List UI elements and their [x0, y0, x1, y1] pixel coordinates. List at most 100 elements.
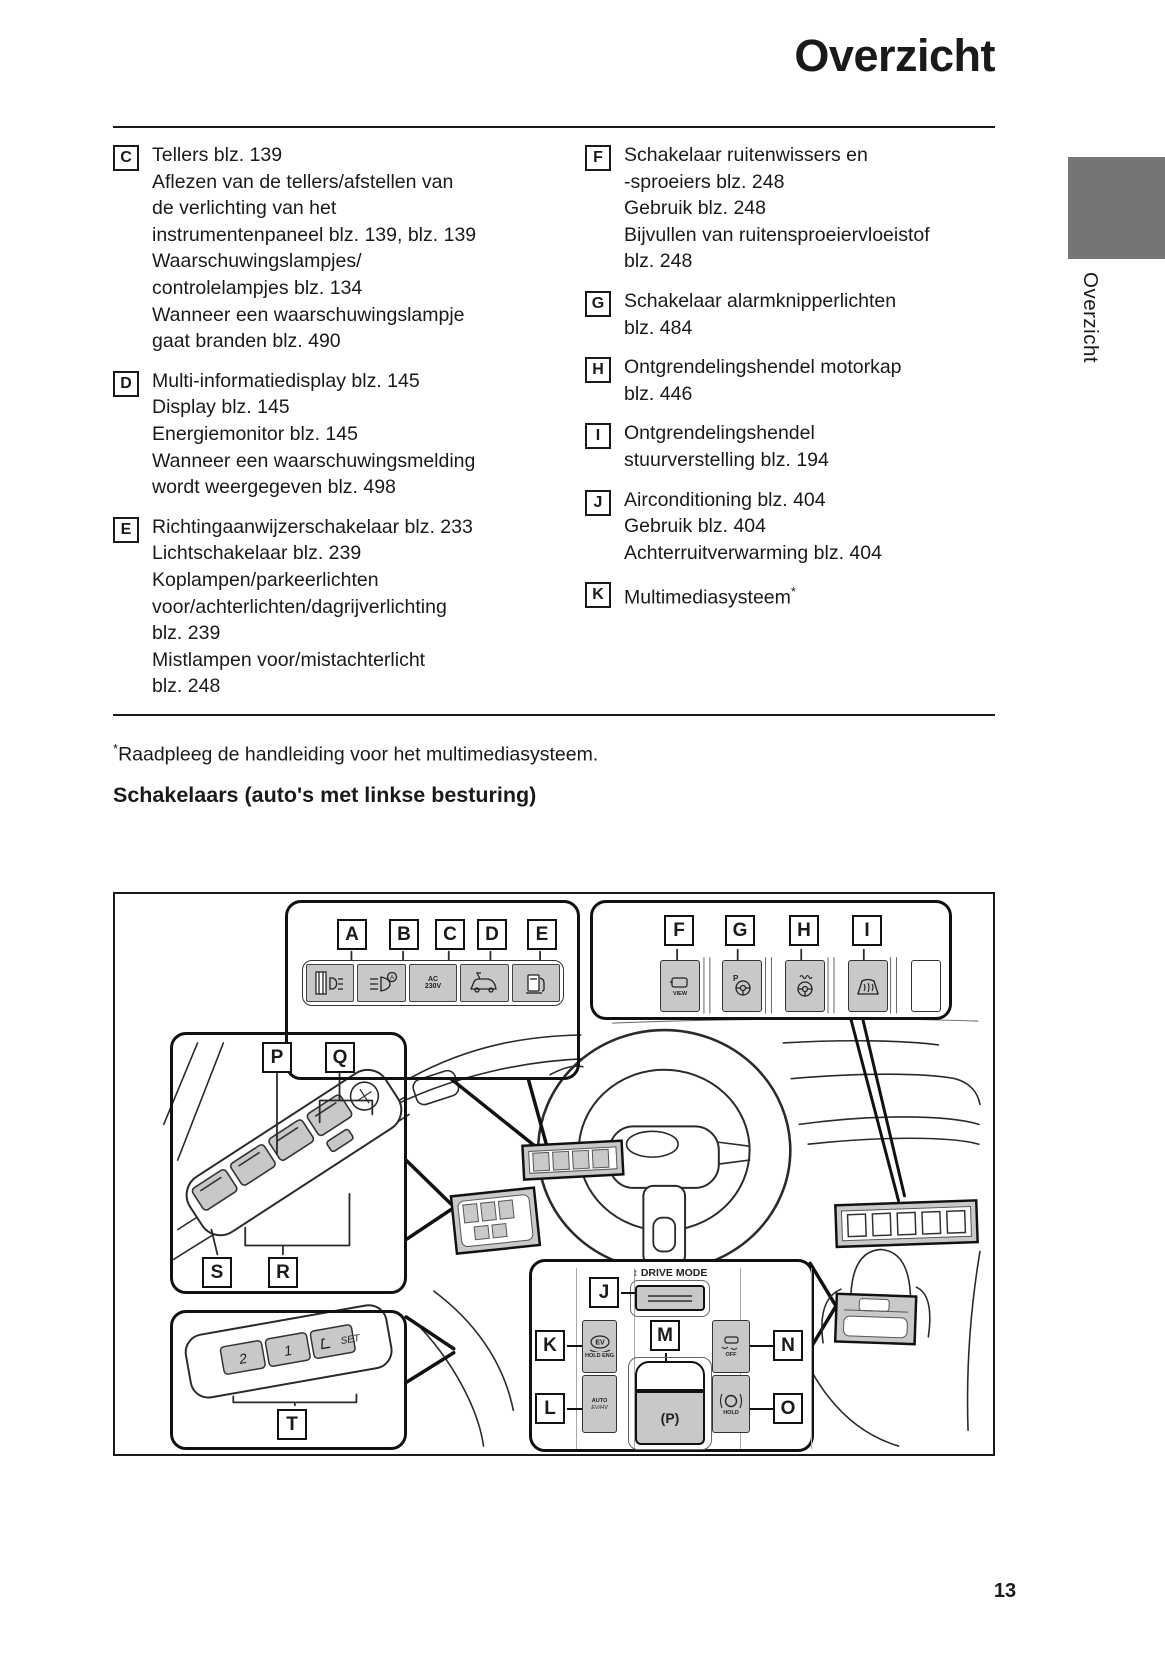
legend-key-f: F — [585, 145, 611, 171]
ac-label: AC — [427, 975, 439, 983]
top-divider — [113, 126, 995, 128]
callout-label-b: B — [389, 919, 419, 950]
leader-j — [621, 1292, 635, 1294]
windshield-defrost-icon — [857, 978, 879, 995]
legend-left-column: C Tellers blz. 139 Aflezen van de teller… — [113, 142, 583, 713]
callout-label-n: N — [773, 1330, 803, 1361]
callout-label-e: E — [527, 919, 557, 950]
svg-text:P: P — [733, 974, 739, 983]
legend-text-g: Schakelaar alarmknipperlichten blz. 484 — [624, 289, 897, 339]
legend-text-i: Ontgrendelingshendel stuurverstelling bl… — [624, 422, 829, 471]
ev-hold-label: HOLD ENG — [584, 1353, 615, 1359]
ac-voltage-label: 230V — [424, 983, 442, 990]
legend-text-j: Airconditioning blz. 404 Gebruik blz. 40… — [624, 488, 882, 564]
callout-label-d: D — [477, 919, 507, 950]
legend-item-c: C Tellers blz. 139 Aflezen van de teller… — [113, 142, 583, 355]
auto-high-beam-button: A — [357, 964, 406, 1002]
legend-key-g: G — [585, 290, 611, 317]
callout-box-seat-memory — [170, 1310, 407, 1450]
legend-text-e: Richtingaanwijzerschakelaar blz. 233 Lic… — [152, 515, 473, 698]
parking-brake-switch-top — [635, 1361, 705, 1391]
leader-o — [750, 1408, 773, 1410]
dashboard-line-art: 2 1 SET — [162, 948, 981, 1447]
chapter-tab-label: Overzicht — [1079, 272, 1102, 364]
svg-text:2: 2 — [237, 1350, 249, 1367]
callout-box-door-switches — [170, 1032, 407, 1294]
callout-label-o: O — [773, 1393, 803, 1424]
page-title: Overzicht — [794, 30, 995, 81]
legend-text-f: Schakelaar ruitenwissers en -sproeiers b… — [624, 144, 930, 273]
callout-label-i: I — [852, 915, 882, 946]
leader-k — [567, 1345, 582, 1347]
brake-hold-button: HOLD — [712, 1375, 750, 1433]
headlight-leveling-icon — [315, 971, 344, 995]
hold-label: HOLD — [723, 1409, 739, 1416]
parking-brake-outline — [628, 1357, 712, 1450]
callout-label-h: H — [789, 915, 819, 946]
chapter-tab — [1068, 157, 1165, 259]
callout-label-k: K — [535, 1330, 565, 1361]
legend-item-k: K Multimediasysteem* — [585, 579, 1005, 611]
legend-right-column: F Schakelaar ruitenwissers en -sproeiers… — [585, 142, 1005, 624]
callout-label-c: C — [435, 919, 465, 950]
leader-n — [750, 1345, 773, 1347]
dash-strip-highlight — [521, 1139, 625, 1181]
right-strip-highlight — [834, 1199, 979, 1249]
svg-text:EV: EV — [595, 1340, 605, 1347]
shifter-highlight — [833, 1292, 918, 1346]
callout-label-a: A — [337, 919, 367, 950]
svg-text:1: 1 — [283, 1342, 293, 1359]
windshield-defrost-button — [848, 960, 888, 1012]
callout-label-l: L — [535, 1393, 565, 1424]
switches-diagram: 2 1 S E T — [113, 892, 995, 1456]
legend-item-e: E Richtingaanwijzerschakelaar blz. 233 L… — [113, 514, 583, 700]
legend-text-h: Ontgrendelingshendel motorkap blz. 446 — [624, 356, 902, 405]
mid-divider — [113, 714, 995, 716]
callout-label-s: S — [202, 1257, 232, 1288]
heated-steering-wheel-button — [785, 960, 825, 1012]
ev-mode-button: EV HOLD ENG — [582, 1320, 617, 1373]
ac-outlet-button: AC 230V — [408, 964, 458, 1002]
auto-label: AUTO — [591, 1397, 608, 1404]
parking-assist-button: P — [722, 960, 762, 1012]
headlight-leveling-button — [306, 964, 355, 1002]
legend-key-h: H — [585, 357, 611, 384]
seat-memory-pod: 2 1 SET — [184, 1304, 393, 1399]
vsc-off-icon — [721, 1336, 739, 1350]
dash-switch-panel: A AC 230V — [302, 960, 564, 1006]
vsc-off-button: OFF — [712, 1320, 750, 1373]
callout-label-t: T — [277, 1409, 307, 1440]
section-heading: Schakelaars (auto's met linkse besturing… — [113, 783, 537, 807]
legend-key-c: C — [113, 145, 139, 171]
parking-assist-icon: P — [733, 974, 751, 996]
legend-key-j: J — [585, 489, 611, 516]
legend-key-i: I — [585, 423, 611, 450]
callout-label-g: G — [725, 915, 755, 946]
leader-l — [567, 1408, 582, 1410]
callout-label-q: Q — [325, 1042, 355, 1073]
off-label: OFF — [725, 1352, 737, 1358]
fuel-door-button — [511, 964, 561, 1002]
auto-high-beam-icon: A — [369, 971, 397, 992]
console-seam — [576, 1268, 577, 1449]
camera-view-button: VIEW — [660, 960, 700, 1012]
window-pod-highlight — [449, 1186, 542, 1256]
svg-text:A: A — [389, 975, 394, 982]
legend-item-i: I Ontgrendelingshendel stuurverstelling … — [585, 420, 1005, 473]
ev-mode-icon: EV — [589, 1335, 610, 1352]
legend-item-h: H Ontgrendelingshendel motorkap blz. 446 — [585, 354, 1005, 407]
legend-key-d: D — [113, 370, 139, 397]
callout-label-j: J — [589, 1277, 619, 1308]
parking-brake-switch: (P) — [635, 1391, 705, 1445]
callout-label-p: P — [262, 1042, 292, 1073]
callout-label-f: F — [664, 915, 694, 946]
callout-box-center-console: ↕ DRIVE MODE J EV HOLD ENG AUTO EV/HV K … — [529, 1259, 814, 1452]
power-back-door-button — [460, 964, 509, 1002]
legend-item-d: D Multi-informatiedisplay blz. 145 Displ… — [113, 368, 583, 501]
legend-text-d: Multi-informatiedisplay blz. 145 Display… — [152, 369, 476, 499]
window-switch-pod — [185, 1068, 403, 1237]
footnote-text: Raadpleeg de handleiding voor het multim… — [118, 743, 599, 766]
callout-box-lower-dash-switches — [590, 900, 952, 1020]
brake-hold-icon — [719, 1393, 743, 1408]
